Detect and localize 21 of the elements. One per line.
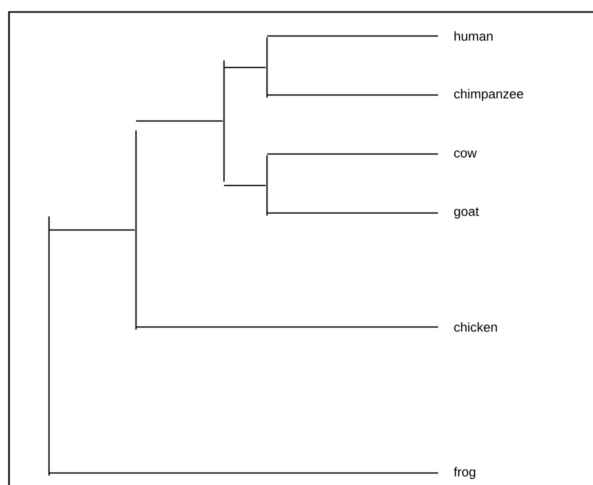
branch-line xyxy=(48,216,50,476)
branch-line xyxy=(266,37,268,98)
branch-line xyxy=(266,155,268,216)
branch-line xyxy=(224,66,266,68)
branch-line xyxy=(49,472,438,474)
branch-line xyxy=(135,130,137,330)
leaf-label: frog xyxy=(454,466,476,480)
leaf-label: chicken xyxy=(454,322,497,332)
branch-line xyxy=(267,212,438,214)
leaf-label: goat xyxy=(454,207,479,219)
branch-line xyxy=(136,120,223,122)
leaf-label: chimpanzee xyxy=(454,88,524,102)
branch-line xyxy=(267,94,438,96)
leaf-label: cow xyxy=(454,150,477,158)
branch-line xyxy=(224,184,266,186)
leaf-label: human xyxy=(454,31,493,41)
branch-line xyxy=(49,229,135,231)
branch-line xyxy=(267,153,438,155)
branch-line xyxy=(267,35,438,37)
branch-line xyxy=(136,326,438,328)
branch-line xyxy=(223,60,225,182)
